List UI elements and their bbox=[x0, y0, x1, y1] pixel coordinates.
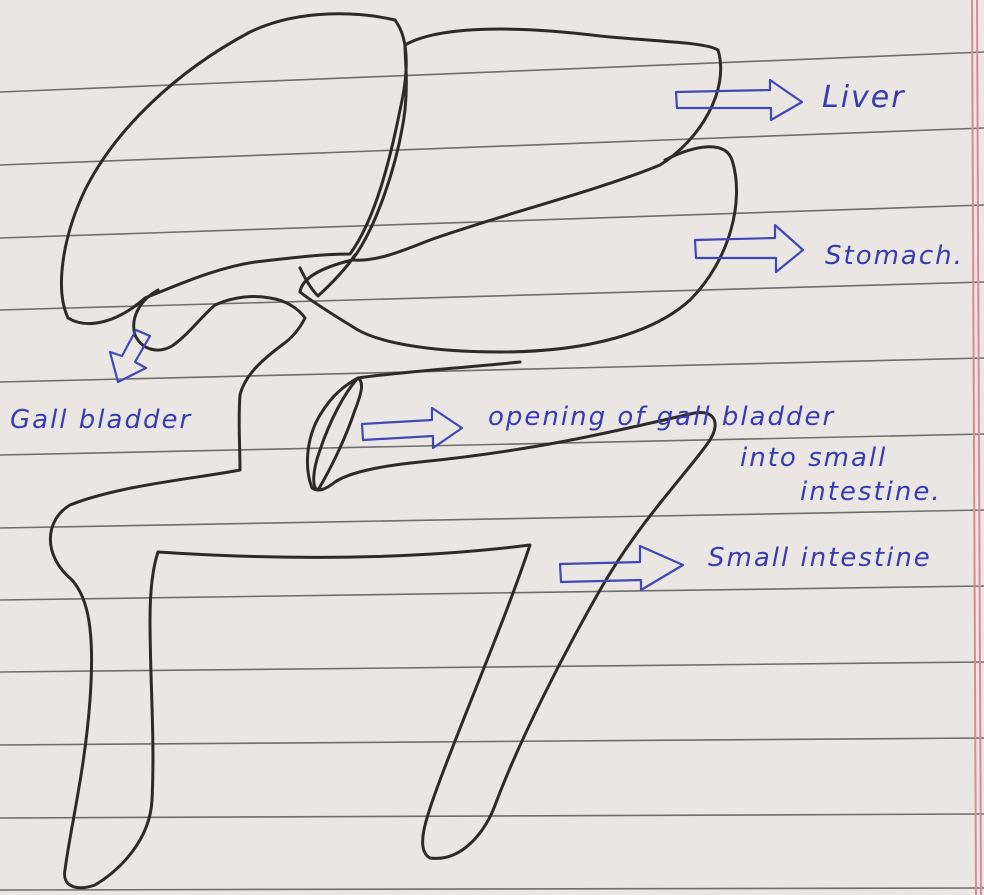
gall-bladder-outline bbox=[134, 290, 305, 350]
stomach-arrow-icon bbox=[695, 225, 803, 272]
label-opening-line3: intestine. bbox=[800, 477, 942, 507]
label-small-intestine: Small intestine bbox=[708, 543, 932, 573]
small-intestine-arrow-icon bbox=[560, 546, 683, 590]
label-stomach: Stomach. bbox=[825, 241, 964, 271]
margin-line bbox=[972, 0, 976, 895]
margin-line-2 bbox=[977, 0, 981, 895]
stomach-outline bbox=[300, 147, 737, 352]
label-liver: Liver bbox=[822, 80, 906, 115]
label-opening-line1: opening of gall bladder bbox=[488, 402, 835, 432]
label-gall-bladder: Gall bladder bbox=[10, 405, 192, 435]
gall-bladder-arrow-icon bbox=[110, 330, 150, 382]
liver-arrow-icon bbox=[676, 80, 802, 120]
liver-outline bbox=[62, 14, 721, 324]
label-opening-line2: into small bbox=[740, 443, 887, 473]
opening-arrow-icon bbox=[362, 408, 462, 448]
